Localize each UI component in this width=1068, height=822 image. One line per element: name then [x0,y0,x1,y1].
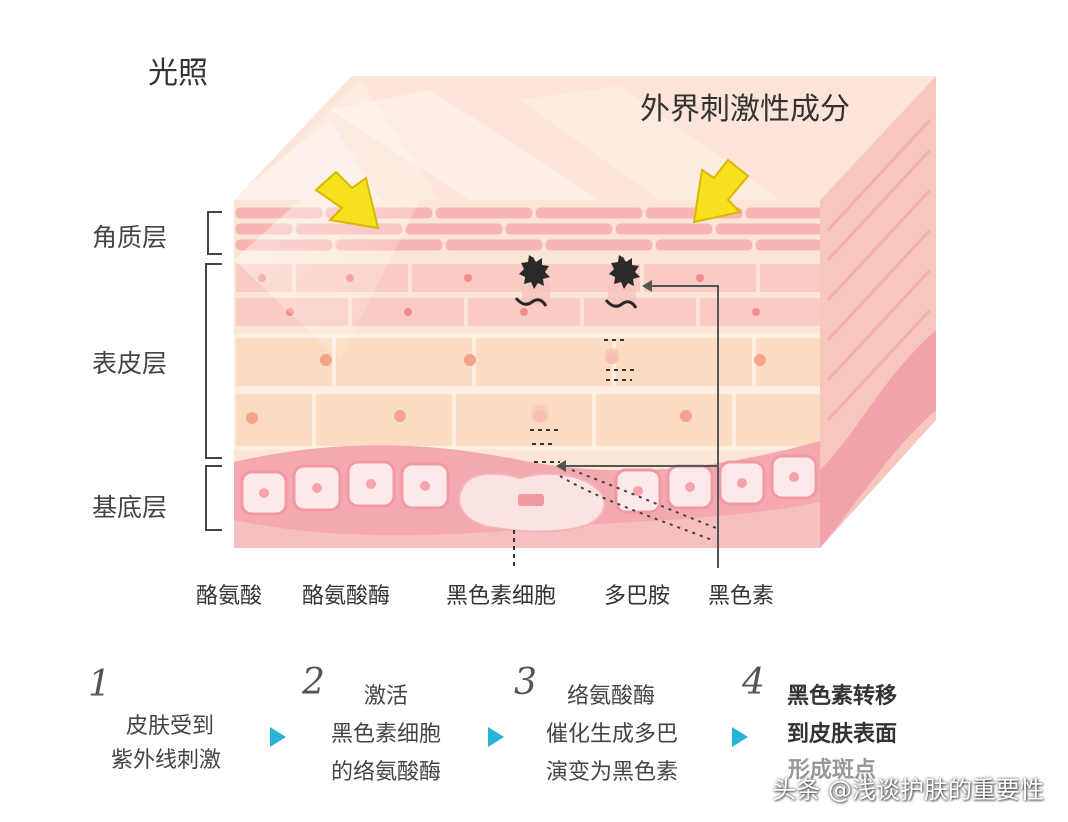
pathway-cells [522,282,636,423]
step-3-line-2: 催化生成多巴 [545,722,678,747]
side-face-cells [826,118,932,422]
spot-remnants [514,297,638,309]
dopamine-label: 多巴胺 [604,584,671,609]
layer-brackets [205,211,222,531]
watermark: 头条 @浅谈护肤的重要性 [772,776,1044,804]
step-3-line-1: 络氨酸酶 [566,684,655,709]
triangle-right-icon-2 [488,727,504,747]
light-label: 光照 [148,56,208,91]
top-face-highlights [330,86,780,200]
tyrosine-label: 酪氨酸 [196,584,263,609]
basal-band-lower [234,502,820,548]
step-4-line-3: 形成斑点 [787,758,876,783]
irritant-label: 外界刺激性成分 [640,92,850,127]
melanin-pathway [530,339,634,463]
step-2-line-3: 的络氨酸酶 [330,760,441,785]
side-basal-band [820,330,936,548]
epidermis-peach-bricks [234,334,820,450]
melanocyte-label: 黑色素细胞 [446,584,557,609]
step-4-number: 4 [742,662,765,703]
triangle-right-icon-3 [732,727,748,747]
step-2-line-2: 黑色素细胞 [330,722,441,747]
stratum-corneum-label: 角质层 [92,223,168,252]
callout-arrowhead-2 [556,460,566,472]
melanocyte-nucleus [518,494,544,506]
tyrosinase-label: 酪氨酸酶 [302,584,391,609]
step-3-number: 3 [514,662,537,703]
step-4-line-1: 黑色素转移 [786,684,897,709]
callout-lines [560,285,719,568]
yellow-arrow-icon [314,170,380,230]
callout-arrowhead [642,280,652,292]
step-3-line-3: 演变为黑色素 [545,760,678,785]
step-1-line-2: 紫外线刺激 [110,748,221,773]
step-2-number: 2 [302,662,325,703]
yellow-arrow-icon-right [692,158,750,224]
step-4-line-2: 到皮肤表面 [786,722,897,747]
step-2-line-1: 激活 [363,684,408,709]
dark-spot-icon [519,255,640,289]
triangle-right-icon [270,727,286,747]
step-1-line-1: 皮肤受到 [125,714,214,739]
step-1-number: 1 [88,664,111,705]
melanin-label: 黑色素 [708,584,775,609]
epidermis-label: 表皮层 [92,349,168,378]
light-beam [234,200,420,360]
dendrite-dots [559,469,717,541]
basal-nuclei [259,472,799,498]
basal-layer-label: 基底层 [92,493,168,522]
